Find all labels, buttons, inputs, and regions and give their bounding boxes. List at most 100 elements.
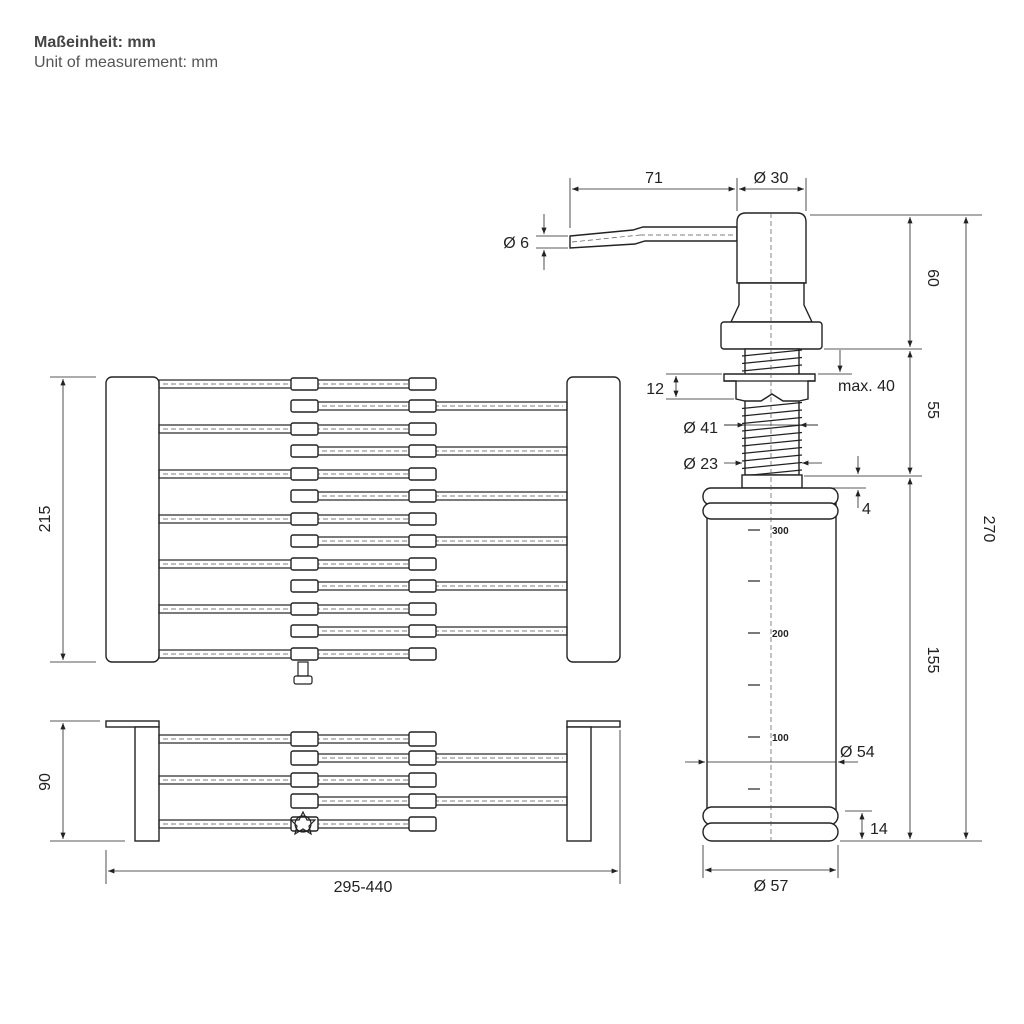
dim-bottle-diameter-label: Ø 57 (754, 878, 789, 895)
rod-clip (408, 377, 437, 391)
unit-label-german: Maßeinheit: mm (34, 34, 156, 51)
dimension-collar-height: 4 (804, 456, 871, 518)
basket-rods (158, 379, 568, 659)
basket-side-top-right (566, 720, 621, 728)
thread-line (741, 431, 803, 440)
rod-clip (408, 647, 437, 661)
dim-nut-diameter-label: Ø 41 (683, 420, 718, 437)
thread-line (741, 454, 803, 462)
side-rod-clip (290, 750, 319, 766)
basket-side-top-left (105, 720, 160, 728)
dim-4-label: 4 (862, 501, 871, 518)
rod-clip (290, 512, 319, 526)
rod-clip (408, 534, 437, 548)
rod-clip (290, 377, 319, 391)
dim-spout-diameter-label: Ø 6 (503, 235, 529, 252)
rod-clip (408, 489, 437, 503)
pump-head (736, 212, 807, 284)
thread-line (741, 424, 803, 432)
dimension-base-height: 14 (845, 810, 888, 839)
dimension-max-thickness: max. 40 (818, 350, 895, 395)
thread-line (741, 416, 803, 425)
basket-side-rods (158, 734, 568, 829)
bottle-collar (741, 474, 803, 489)
basket-side-view (105, 720, 621, 842)
basket-clips (290, 377, 437, 661)
rod-clip (290, 422, 319, 436)
dim-14-label: 14 (870, 821, 888, 838)
rod-clip (408, 512, 437, 526)
dimension-bottle-diameter: Ø 57 (702, 845, 839, 895)
side-rod-clip (290, 772, 319, 788)
rod-clip (408, 624, 437, 638)
side-screw-nut (289, 810, 317, 836)
soap-dispenser: 300 200 100 (569, 212, 839, 842)
dimension-spout-length: 71 Ø 30 (569, 170, 807, 228)
thread-line (741, 409, 803, 417)
rod-clip (290, 467, 319, 481)
bottle-bottom-ring-2 (702, 822, 839, 842)
rod-clip (408, 444, 437, 458)
dimension-basket-width: 295-440 (105, 730, 621, 896)
side-rod-clip (408, 793, 437, 809)
basket-end-cap-left (105, 376, 160, 663)
dim-71-label: 71 (645, 170, 663, 187)
dimension-spout-diameter: Ø 6 (503, 214, 568, 270)
scale-mark-300: 300 (772, 526, 789, 537)
rod-clip (290, 444, 319, 458)
dimension-heights: 60 55 155 270 (804, 214, 997, 842)
dimension-nut-diameter: Ø 41 (683, 420, 818, 437)
bottle-top-ring-2 (702, 502, 839, 520)
dim-bottle-inner-diameter-label: Ø 54 (840, 744, 875, 761)
rod-clip (290, 624, 319, 638)
scale-mark-100: 100 (772, 733, 789, 744)
dispenser-spout (569, 226, 738, 249)
dimension-thread-diameter: Ø 23 (683, 456, 822, 473)
thread-line (741, 349, 803, 357)
dim-12-label: 12 (646, 381, 664, 398)
rod-clip (290, 399, 319, 413)
rod-clip (408, 399, 437, 413)
rod-clip (290, 489, 319, 503)
unit-label-english: Unit of measurement: mm (34, 54, 219, 71)
rod-clip (290, 557, 319, 571)
rod-clip (290, 579, 319, 593)
dim-55-label: 55 (924, 401, 941, 419)
basket-side-clips (290, 731, 437, 832)
dim-270-label: 270 (980, 516, 997, 543)
dim-90-label: 90 (37, 773, 54, 791)
bottle-body (706, 496, 837, 814)
dim-thread-diameter-label: Ø 23 (683, 456, 718, 473)
thread-line (741, 461, 803, 470)
dim-155-label: 155 (924, 647, 941, 674)
thread (741, 348, 803, 477)
rod-clip (408, 557, 437, 571)
rod-clip (408, 467, 437, 481)
side-rod-clip (408, 772, 437, 788)
basket-top-view (105, 376, 621, 685)
basket-side-leg-right (566, 726, 592, 842)
dim-max-40-label: max. 40 (838, 378, 895, 395)
thread-line (741, 439, 803, 447)
scale-mark-200: 200 (772, 629, 789, 640)
side-rod-clip (290, 731, 319, 747)
rod-clip (290, 602, 319, 616)
dimension-basket-side-height: 90 (37, 720, 125, 842)
thread-line (741, 401, 803, 410)
dimension-bottle-inner-diameter: Ø 54 (685, 744, 875, 765)
dim-60-label: 60 (924, 269, 941, 287)
dim-295-440-label: 295-440 (334, 879, 393, 896)
pump-neck (729, 282, 814, 323)
side-rod-clip (408, 816, 437, 832)
pump-flange (720, 321, 823, 350)
side-rod-clip (408, 731, 437, 747)
dim-head-diameter-label: Ø 30 (754, 170, 789, 187)
thread-line (741, 356, 803, 365)
rod-clip (408, 602, 437, 616)
rod-clip (290, 534, 319, 548)
basket-side-leg-left (134, 726, 160, 842)
side-rod-clip (290, 793, 319, 809)
dim-215-label: 215 (37, 506, 54, 533)
side-rod-clip (408, 750, 437, 766)
